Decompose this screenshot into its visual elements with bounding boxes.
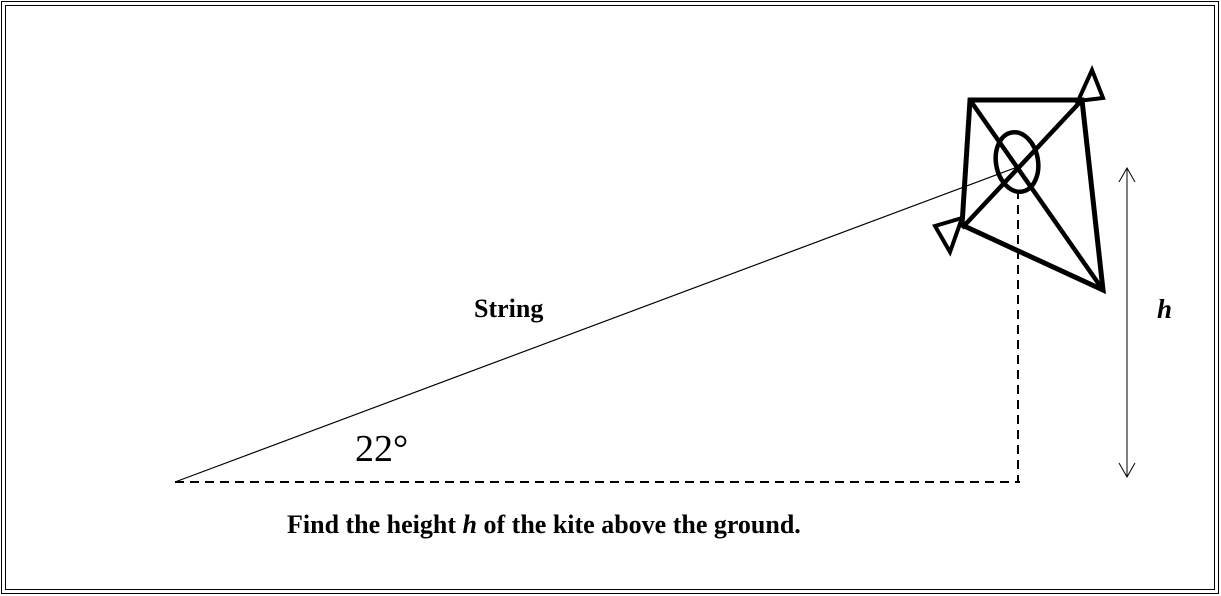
kite: [932, 64, 1106, 295]
height-arrow: [1118, 166, 1136, 479]
kite-string-line: [174, 165, 1021, 483]
kite-cross-spar-2: [960, 98, 1084, 230]
kite-cross-spar-1: [968, 98, 1105, 292]
angle-label: 22°: [355, 428, 409, 470]
kite-center-ellipse: [993, 129, 1041, 195]
question-text: Find the height h of the kite above the …: [287, 512, 801, 538]
question-variable: h: [462, 510, 477, 539]
kite-top-bow: [1074, 64, 1106, 104]
height-arrow-top-head: [1118, 166, 1136, 183]
height-arrow-bottom-head: [1118, 462, 1136, 479]
kite-bottom-bow: [932, 214, 966, 257]
question-text-before: Find the height: [287, 510, 463, 539]
inner-border: [5, 5, 1215, 590]
height-variable-label: h: [1157, 294, 1173, 324]
question-text-after: of the kite above the ground.: [477, 510, 801, 539]
string-label: String: [474, 294, 544, 323]
